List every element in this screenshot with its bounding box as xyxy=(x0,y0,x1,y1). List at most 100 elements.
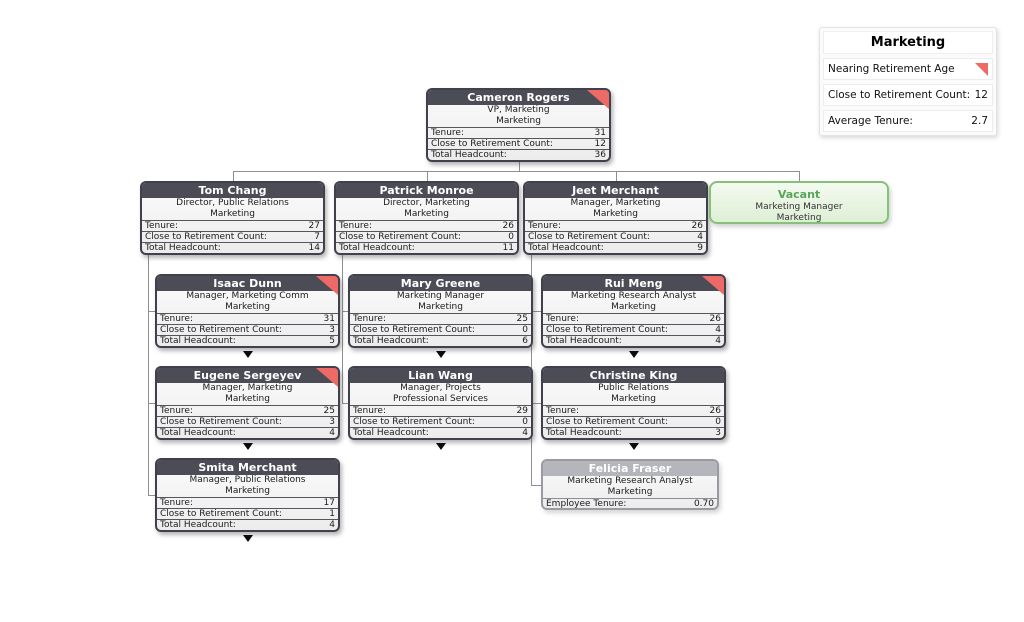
nearing-retirement-flag-icon xyxy=(316,276,338,295)
stat-value: 7 xyxy=(314,232,320,242)
expand-collapsed-children-icon[interactable] xyxy=(243,535,253,542)
stat-row: Total Headcount:6 xyxy=(350,335,531,346)
stat-value: 14 xyxy=(308,243,320,253)
stat-label: Tenure: xyxy=(160,314,193,324)
job-title: VP, Marketing xyxy=(487,105,550,115)
legend-label: Average Tenure: xyxy=(828,115,913,127)
department: Marketing xyxy=(611,302,656,312)
stat-label: Close to Retirement Count: xyxy=(160,417,282,427)
stat-label: Close to Retirement Count: xyxy=(546,417,668,427)
stat-row: Total Headcount: 4 xyxy=(157,427,338,438)
department: Marketing xyxy=(210,209,255,219)
connector-line xyxy=(148,311,155,312)
employee-name: Mary Greene xyxy=(350,276,531,291)
stat-row: Tenure:26 xyxy=(336,220,517,231)
stat-row: Close to Retirement Count:1 xyxy=(157,508,338,519)
stat-label: Close to Retirement Count: xyxy=(546,325,668,335)
stat-label: Tenure: xyxy=(546,314,579,324)
job-title: Marketing Research Analyst xyxy=(567,476,693,486)
stat-value: 9 xyxy=(697,243,703,253)
stat-value: 4 xyxy=(715,336,721,346)
stat-row: Tenure:26 xyxy=(543,313,724,324)
connector-line xyxy=(148,255,149,495)
legend-label: Nearing Retirement Age xyxy=(828,63,955,75)
employee-name: Isaac Dunn xyxy=(157,276,338,291)
department: Marketing xyxy=(593,209,638,219)
employee-name: Christine King xyxy=(543,368,724,383)
stat-row: Close to Retirement Count:3 xyxy=(157,416,338,427)
stat-label: Total Headcount: xyxy=(353,428,429,438)
stat-row: Close to Retirement Count:0 xyxy=(350,324,531,335)
department: Marketing xyxy=(496,116,541,126)
expand-collapsed-children-icon[interactable] xyxy=(436,443,446,450)
stat-value: 26 xyxy=(691,221,703,231)
nearing-retirement-flag-icon xyxy=(316,368,338,387)
stat-row: Total Headcount:4 xyxy=(350,427,531,438)
legend-title: Marketing xyxy=(823,31,993,54)
department: Marketing xyxy=(225,486,270,496)
employee-name: Tom Chang xyxy=(142,183,323,198)
legend-panel: Marketing Nearing Retirement Age Close t… xyxy=(819,27,997,136)
expand-collapsed-children-icon[interactable] xyxy=(243,443,253,450)
stat-row: Total Headcount:9 xyxy=(525,242,706,253)
expand-collapsed-children-icon[interactable] xyxy=(629,443,639,450)
stat-label: Close to Retirement Count: xyxy=(353,417,475,427)
expand-collapsed-children-icon[interactable] xyxy=(243,351,253,358)
stat-value: 31 xyxy=(594,128,606,138)
connector-line xyxy=(342,255,343,403)
stat-label: Total Headcount: xyxy=(160,428,236,438)
stat-value: 12 xyxy=(594,139,606,149)
connector-line xyxy=(616,171,617,181)
stat-row: Total Headcount:11 xyxy=(336,242,517,253)
legend-row-average-tenure: Average Tenure: 2.7 xyxy=(823,110,993,132)
expand-collapsed-children-icon[interactable] xyxy=(436,351,446,358)
stat-value: 0.70 xyxy=(693,499,714,509)
connector-line xyxy=(427,171,428,181)
connector-line xyxy=(519,162,520,171)
stat-value: 0 xyxy=(715,417,721,427)
stat-label: Total Headcount: xyxy=(431,150,507,160)
expand-collapsed-children-icon[interactable] xyxy=(629,351,639,358)
stat-value: 31 xyxy=(323,314,335,324)
stat-row: Tenure:26 xyxy=(525,220,706,231)
stat-value: 1 xyxy=(329,509,335,519)
employee-name: Felicia Fraser xyxy=(543,461,717,476)
stat-row: Close to Retirement Count:3 xyxy=(157,324,338,335)
connector-line xyxy=(531,403,541,404)
stat-value: 11 xyxy=(502,243,514,253)
stat-label: Total Headcount: xyxy=(160,336,236,346)
job-title: Director, Public Relations xyxy=(176,198,289,208)
stat-value: 0 xyxy=(508,232,514,242)
stat-row: Total Headcount:4 xyxy=(157,519,338,530)
stat-label: Tenure: xyxy=(160,498,193,508)
stat-label: Close to Retirement Count: xyxy=(160,325,282,335)
stat-label: Tenure: xyxy=(431,128,464,138)
stat-row: Total Headcount:4 xyxy=(543,335,724,346)
stat-value: 3 xyxy=(715,428,721,438)
stat-row: Total Headcount:5 xyxy=(157,335,338,346)
stat-label: Tenure: xyxy=(145,221,178,231)
employee-name: Cameron Rogers xyxy=(428,90,609,105)
connector-line xyxy=(148,495,155,496)
stat-value: 4 xyxy=(329,428,335,438)
stat-value: 27 xyxy=(308,221,320,231)
stat-row: Tenure:25 xyxy=(157,405,338,416)
